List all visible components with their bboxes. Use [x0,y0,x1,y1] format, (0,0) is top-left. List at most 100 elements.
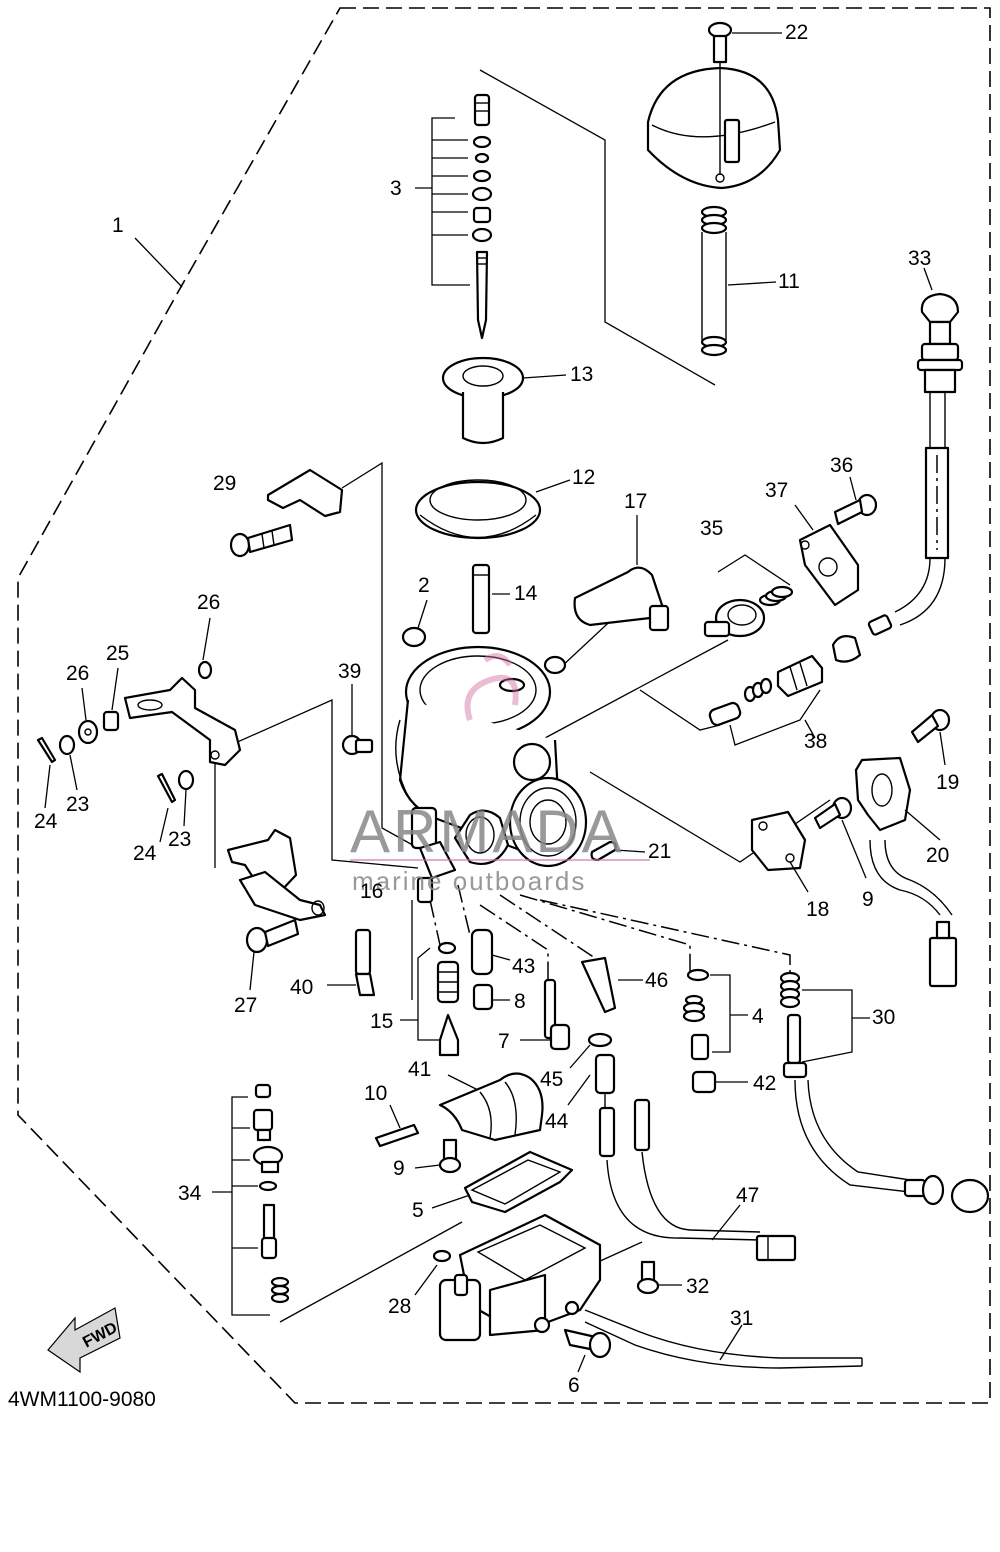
callout-41: 41 [408,1058,431,1081]
armada-watermark: ARMADA marine outboards [350,653,650,896]
part-34-accelerator-pump [212,1083,290,1316]
part-35-plunger-assembly [703,554,794,638]
part-throttle-lever [226,828,327,922]
part-15-needle-valve [400,941,460,1057]
watermark-logo-icon [464,653,519,721]
part-46-bracket [580,956,643,1014]
part-24-cotter-pin-b [156,772,177,843]
part-24-cotter-pin-a [36,736,57,809]
part-37-cover-plate [794,504,860,607]
part-43-jet [470,928,511,976]
callout-26-a: 26 [197,591,220,614]
part-10-float-pin [374,1104,420,1148]
callout-5: 5 [412,1199,424,1222]
part-float-chamber [438,1213,602,1342]
part-29-screw [229,523,294,558]
part-33-choke-cable [867,267,964,636]
callout-10: 10 [364,1082,387,1105]
callout-30: 30 [872,1006,895,1029]
part-1-carburetor-body [395,645,588,880]
callout-6: 6 [568,1374,580,1397]
callout-22: 22 [785,21,808,44]
callout-36: 36 [830,454,853,477]
watermark-tagline: marine outboards [352,866,586,896]
callout-24-b: 24 [133,842,157,865]
callout-27: 27 [234,994,257,1017]
callout-31: 31 [730,1307,753,1330]
part-40-pilot-screw [327,928,376,997]
part-19-screw [910,708,951,766]
part-42-cap [691,1070,748,1094]
part-23-washer-a [58,734,78,791]
callout-4: 4 [752,1005,764,1028]
part-38-starter-plunger [708,635,862,746]
callout-7: 7 [498,1030,510,1053]
callout-14: 14 [514,582,538,605]
callout-17: 17 [624,490,647,513]
callout-45: 45 [540,1068,563,1091]
callout-20: 20 [926,844,949,867]
part-21-o-ring [590,840,646,862]
part-18-plate [750,810,809,893]
callout-2: 2 [418,574,430,597]
callout-47: 47 [736,1184,759,1207]
part-47-connector [711,1204,797,1262]
part-7-main-jet [520,1023,571,1051]
leader-1 [134,237,183,288]
part-bracket-upper [266,468,344,518]
diagram-code: 4WM1100-9080 [8,1388,156,1411]
part-9-screw-lower [414,1138,462,1174]
part-45-washer [569,1032,613,1069]
part-30-cable-adjuster [779,971,990,1214]
callout-21: 21 [648,840,671,863]
callout-37: 37 [765,479,788,502]
callout-43: 43 [512,955,535,978]
callout-3: 3 [390,177,402,200]
part-9-screw-upper [813,796,867,879]
part-22-screw [707,21,782,175]
callout-12: 12 [572,466,595,489]
callout-25: 25 [106,642,129,665]
callout-29: 29 [213,472,236,495]
part-2-air-screw [401,599,428,648]
callout-23-a: 23 [66,793,89,816]
callout-35: 35 [700,517,723,540]
part-28-o-ring [414,1249,452,1296]
part-6-drain-screw [563,1328,612,1373]
callout-32: 32 [686,1275,709,1298]
callout-24-a: 24 [34,810,58,833]
callout-8: 8 [514,990,526,1013]
part-20-sensor [854,756,958,988]
callout-33: 33 [908,247,931,270]
assembly-boundary [17,7,991,1404]
callout-38: 38 [804,730,827,753]
part-26-bracket [123,617,242,767]
part-16-plug [416,876,434,904]
callout-19: 19 [936,771,959,794]
part-11-spring [700,205,777,357]
callout-9-lower: 9 [393,1157,405,1180]
callout-23-b: 23 [168,828,191,851]
callout-46: 46 [645,969,668,992]
part-12-diaphragm [414,479,571,540]
callout-16: 16 [360,880,383,903]
callout-34: 34 [178,1182,202,1205]
part-14-needle-jet [471,563,510,635]
part-26-washer [77,687,99,745]
part-32-screw [636,1260,682,1295]
part-44-heater [567,1053,761,1241]
callout-15: 15 [370,1010,393,1033]
callout-18: 18 [806,898,829,921]
connection-lines [214,69,831,1323]
part-top-cover [646,66,782,190]
watermark-brand: ARMADA [350,798,625,865]
part-36-screw [833,476,878,526]
callout-1: 1 [112,214,124,237]
part-5-gasket [431,1150,574,1214]
part-41-float [438,1072,544,1142]
callout-26-b: 26 [66,662,89,685]
callout-39: 39 [338,660,361,683]
part-23-washer-b [177,769,195,827]
part-39-screw [341,684,374,756]
